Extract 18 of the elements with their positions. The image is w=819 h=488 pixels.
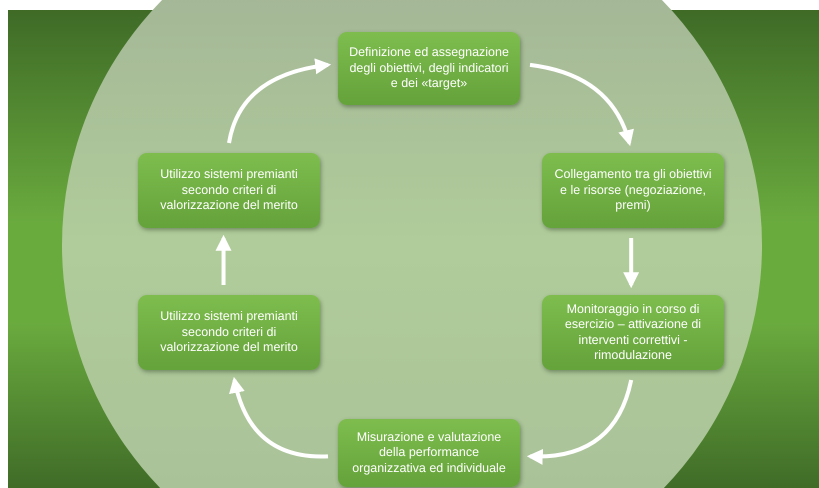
step-text: Monitoraggio in corso di esercizio – attivazione di interventi correttivi - rimodulazione [564,302,702,364]
arrow [230,376,328,458]
process-box [542,153,724,228]
arrow [227,58,332,144]
process-box [338,32,520,105]
step-text: Misurazione e valutazione della performance organizzativa ed individuale [351,430,507,476]
process-box [542,295,724,370]
process-box [338,419,520,487]
process-box [138,295,320,370]
step-text: Utilizzo sistemi premianti secondo criteri di valorizzazione del merito [159,167,299,214]
process-box [138,153,320,228]
step-text: Definizione ed assegnazione degli obiettivi, degli indicatori e dei «target» [348,45,510,92]
arrow [530,62,634,146]
step-text: Collegamento tra gli obiettivi e le risorse (negoziazione, premi) [553,167,713,214]
step-text: Utilizzo sistemi premianti secondo criteri di valorizzazione del merito [159,309,299,356]
arrow [526,380,634,464]
arrow [623,238,640,288]
arrow [216,234,232,285]
